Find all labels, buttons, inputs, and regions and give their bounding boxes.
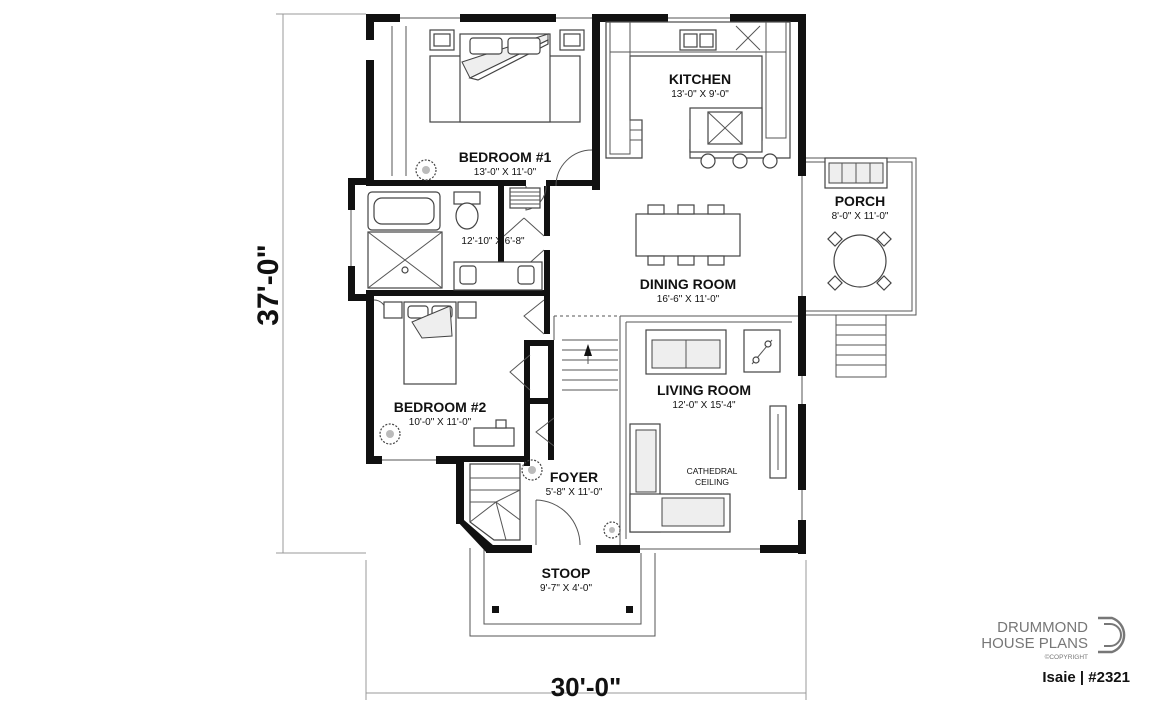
windows (348, 14, 806, 553)
dimension-lines (276, 13, 807, 700)
foyer-stairs (469, 463, 521, 541)
bathroom-fixtures (367, 187, 543, 291)
bedroom1-furniture (391, 26, 585, 176)
bedroom1-name: BEDROOM #1 (459, 149, 552, 165)
living-name: LIVING ROOM (657, 382, 751, 398)
stair-arrow-icon (584, 344, 592, 356)
porch-deck (802, 157, 917, 378)
foyer-name: FOYER (550, 469, 598, 485)
bedroom2-furniture (383, 301, 515, 447)
kitchen-name: KITCHEN (669, 71, 731, 87)
stoop-name: STOOP (542, 565, 591, 581)
dining-size: 16'-6" X 11'-0" (657, 294, 720, 305)
bedroom2-name: BEDROOM #2 (394, 399, 487, 415)
cathedral-note-line1: CATHEDRAL (687, 466, 738, 476)
dining-name: DINING ROOM (640, 276, 736, 292)
living-size: 12'-0" X 15'-4" (672, 400, 736, 411)
porch-size: 8'-0" X 11'-0" (832, 211, 889, 222)
kitchen-size: 13'-0" X 9'-0" (671, 89, 729, 100)
bedroom2-size: 10'-0" X 11'-0" (409, 417, 472, 428)
porch-name: PORCH (835, 193, 886, 209)
plant-icon (379, 159, 621, 539)
brand-line1: DRUMMOND (997, 619, 1088, 636)
stoop (469, 548, 656, 637)
width-dimension-label: 30'-0" (551, 672, 622, 702)
bath-size: 12'-10" X 6'-8" (461, 236, 525, 247)
kitchen-fixtures (605, 21, 791, 169)
brand-copyright: ©COPYRIGHT (1045, 653, 1088, 661)
brand-line2: HOUSE PLANS (981, 635, 1088, 652)
dining-table (635, 204, 741, 266)
stoop-size: 9'-7" X 4'-0" (540, 583, 593, 594)
drummond-logo-icon (1098, 616, 1126, 654)
plan-id: Isaie | #2321 (1042, 669, 1130, 686)
interior-walls (366, 14, 600, 466)
living-room-furniture (553, 315, 798, 545)
bedroom1-size: 13'-0" X 11'-0" (474, 167, 537, 178)
height-dimension-label: 37'-0" (252, 244, 285, 325)
cathedral-note-line2: CEILING (695, 477, 729, 487)
foyer-size: 5'-8" X 11'-0" (546, 487, 603, 498)
